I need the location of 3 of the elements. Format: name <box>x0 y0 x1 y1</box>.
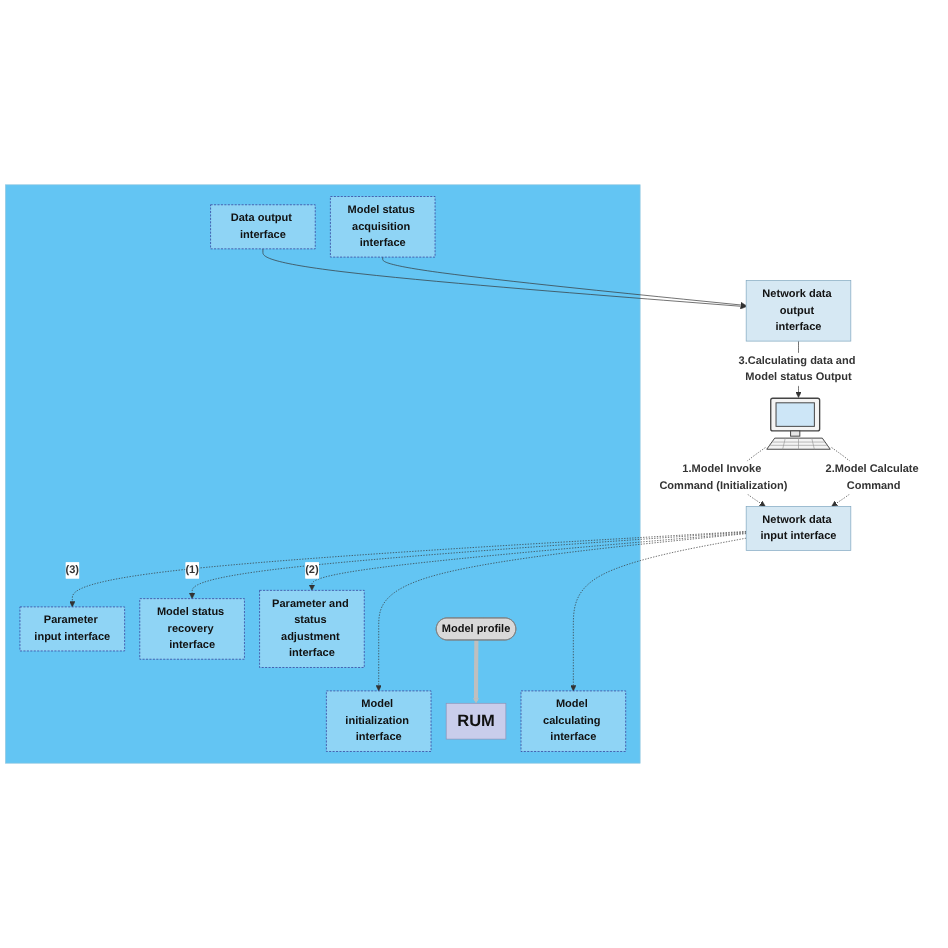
node-box: RUM <box>445 702 507 740</box>
arrow <box>473 640 480 704</box>
cluster <box>5 184 641 764</box>
